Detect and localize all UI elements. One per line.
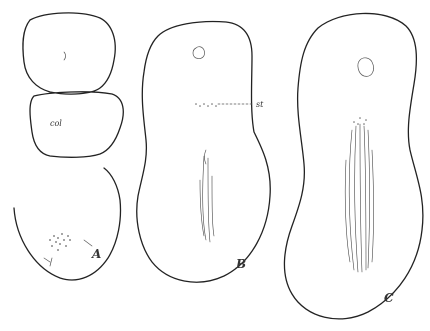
panel-c-stippling	[353, 117, 367, 125]
panel-a-upper-lobe	[23, 13, 115, 94]
panel-a-pit	[64, 52, 66, 60]
panel-b	[137, 22, 270, 283]
panel-c	[284, 13, 422, 318]
panel-a-label: A	[91, 247, 101, 261]
panel-b-stippling	[195, 103, 217, 107]
panel-a-lower-lobe	[14, 168, 121, 280]
panel-c-outline	[284, 13, 422, 318]
panel-a-middle-lobe	[30, 92, 123, 157]
panel-a-mark	[44, 258, 52, 266]
panel-b-streak	[200, 150, 214, 242]
panel-a-pointer	[84, 240, 92, 246]
label-col: col	[50, 119, 62, 128]
panel-b-outline	[137, 22, 270, 283]
panel-c-pit	[358, 58, 374, 76]
panel-a-stippling	[49, 233, 71, 251]
panel-b-pit	[193, 47, 205, 59]
panel-c-streak	[345, 124, 373, 272]
panel-a	[14, 13, 123, 280]
label-st: st	[256, 100, 264, 109]
panel-c-label: C	[384, 291, 394, 305]
panel-b-label: B	[235, 257, 246, 271]
